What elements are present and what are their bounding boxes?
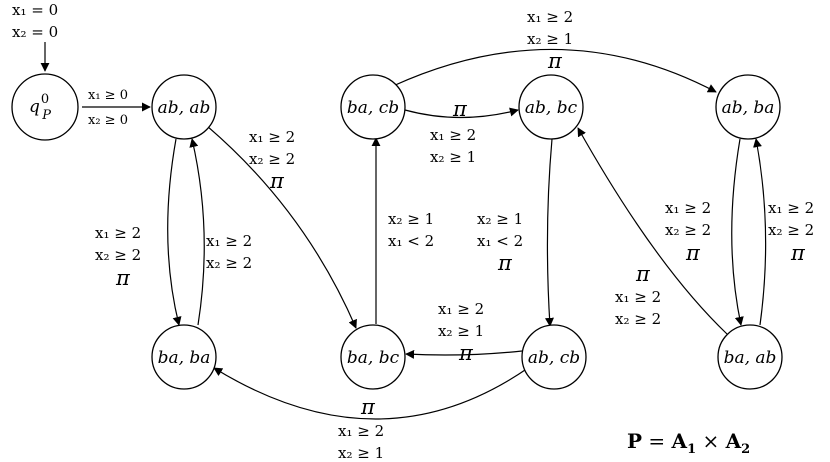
label-baab-abba-1: x₁ ≥ 2 xyxy=(768,199,814,217)
edge-abab-to-babc xyxy=(206,125,357,329)
label-abab-babc-1: x₁ ≥ 2 xyxy=(249,128,295,146)
edge-baab-to-abba xyxy=(753,138,767,326)
initial-condition: x₁ = 0 x₂ = 0 xyxy=(12,1,58,41)
label-baab-abba-pi: π xyxy=(790,241,806,265)
label-abab-babc-2: x₂ ≥ 2 xyxy=(249,150,295,168)
label-baba-abab-2: x₂ ≥ 2 xyxy=(206,254,252,272)
state-abcb-label: ab, cb xyxy=(528,348,580,368)
label-bacb-abba-2: x₂ ≥ 1 xyxy=(527,30,573,48)
state-abab-label: ab, ab xyxy=(158,98,211,118)
edge-abab-to-baba xyxy=(167,138,182,326)
label-babc-bacb-2: x₁ < 2 xyxy=(388,232,434,250)
edge-abbc-to-abcb xyxy=(545,138,554,327)
label-abba-baab-2: x₂ ≥ 2 xyxy=(665,221,711,239)
initial-condition-x1: x₁ = 0 xyxy=(12,1,58,19)
label-abcb-babc-2: x₂ ≥ 1 xyxy=(438,322,484,340)
state-abbc[interactable]: ab, bc xyxy=(518,74,584,140)
state-baab-circle xyxy=(717,324,783,390)
label-abcb-baba-1: x₁ ≥ 2 xyxy=(338,422,384,440)
label-abbc-abcb-2: x₁ < 2 xyxy=(477,232,523,250)
label-abab-baba-pi: π xyxy=(115,266,131,290)
label-q0-abab-1: x₁ ≥ 0 xyxy=(88,88,128,103)
state-abba[interactable]: ab, ba xyxy=(715,74,781,140)
label-bacb-abba-1: x₁ ≥ 2 xyxy=(527,8,573,26)
state-bacb[interactable]: ba, cb xyxy=(340,74,406,140)
edge-bacb-to-abba xyxy=(392,48,717,93)
state-babc-label: ba, bc xyxy=(347,348,400,368)
product-formula: P = A1 × A2 xyxy=(627,429,750,457)
label-babc-bacb-1: x₂ ≥ 1 xyxy=(388,210,434,228)
state-abab[interactable]: ab, ab xyxy=(151,74,217,140)
label-abcb-babc-pi: π xyxy=(458,341,474,365)
label-abba-baab-1: x₁ ≥ 2 xyxy=(665,199,711,217)
label-baba-abab-1: x₁ ≥ 2 xyxy=(206,232,252,250)
state-babc-circle xyxy=(340,324,406,390)
label-baab-abbc-1: x₁ ≥ 2 xyxy=(615,288,661,306)
state-abbc-label: ab, bc xyxy=(525,98,578,118)
state-baba[interactable]: ba, ba xyxy=(151,324,217,390)
state-bacb-label: ba, cb xyxy=(347,98,399,118)
edge-abcb-to-babc xyxy=(405,349,523,359)
label-abbc-abcb-1: x₂ ≥ 1 xyxy=(477,210,523,228)
label-abba-baab-pi: π xyxy=(685,241,701,265)
edge-abcb-to-baba xyxy=(213,367,529,420)
edge-baba-to-abab xyxy=(189,138,205,326)
label-abab-baba-2: x₂ ≥ 2 xyxy=(95,246,141,264)
edge-labels: x₁ ≥ 0 x₂ ≥ 0 x₁ ≥ 2 x₂ ≥ 2 π x₁ ≥ 2 x₂ … xyxy=(88,8,814,462)
state-abcb[interactable]: ab, cb xyxy=(521,324,587,390)
label-abcb-babc-1: x₁ ≥ 2 xyxy=(438,300,484,318)
initial-condition-x2: x₂ = 0 xyxy=(12,23,58,41)
state-abcb-circle xyxy=(521,324,587,390)
label-abcb-baba-pi: π xyxy=(360,395,376,419)
state-baab[interactable]: ba, ab xyxy=(717,324,783,390)
label-bacb-abbc-pi: π xyxy=(452,97,468,121)
label-q0-abab-2: x₂ ≥ 0 xyxy=(88,113,128,128)
label-baab-abbc-pi: π xyxy=(635,262,651,286)
label-bacb-abba-pi: π xyxy=(547,49,563,73)
label-abab-babc-pi: π xyxy=(269,169,285,193)
label-bacb-abbc-2: x₂ ≥ 1 xyxy=(430,148,476,166)
edges xyxy=(40,42,767,420)
label-baab-abbc-2: x₂ ≥ 2 xyxy=(615,310,661,328)
label-abbc-abcb-pi: π xyxy=(497,251,513,275)
state-baba-label: ba, ba xyxy=(158,348,211,368)
state-bacb-circle xyxy=(340,74,406,140)
state-q0-circle xyxy=(11,73,79,141)
state-abbc-circle xyxy=(518,74,584,140)
label-bacb-abbc-1: x₁ ≥ 2 xyxy=(430,126,476,144)
state-baba-circle xyxy=(151,324,217,390)
edge-bacb-to-abbc xyxy=(404,107,519,119)
label-abcb-baba-2: x₂ ≥ 1 xyxy=(338,444,384,462)
label-baab-abba-2: x₂ ≥ 2 xyxy=(768,221,814,239)
state-babc[interactable]: ba, bc xyxy=(340,324,406,390)
state-abba-label: ab, ba xyxy=(722,98,775,118)
state-abab-circle xyxy=(151,74,217,140)
state-abba-circle xyxy=(715,74,781,140)
edge-abba-to-baab xyxy=(731,138,744,326)
state-baab-label: ba, ab xyxy=(724,348,777,368)
label-abab-baba-1: x₁ ≥ 2 xyxy=(95,224,141,242)
edge-baab-to-abbc xyxy=(577,127,728,335)
